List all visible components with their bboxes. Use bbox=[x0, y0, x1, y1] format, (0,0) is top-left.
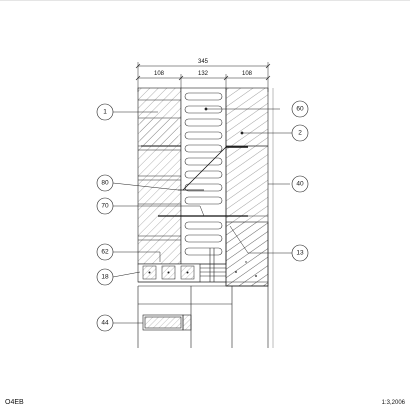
svg-text:80: 80 bbox=[101, 180, 109, 187]
svg-text:13: 13 bbox=[296, 250, 304, 257]
callout-2: 2 bbox=[291, 124, 309, 142]
cavity-tray bbox=[141, 145, 248, 217]
dimension-middle: 132 bbox=[198, 71, 209, 77]
svg-text:44: 44 bbox=[101, 320, 109, 327]
svg-text:1: 1 bbox=[103, 109, 107, 116]
callout-1: 1 bbox=[96, 103, 114, 121]
base-course-blocks bbox=[137, 263, 268, 287]
svg-text:18: 18 bbox=[101, 274, 109, 281]
dimension-left: 108 bbox=[154, 71, 165, 77]
inner-concrete-leaf bbox=[225, 87, 269, 287]
outer-masonry-leaf bbox=[137, 87, 182, 265]
dimension-right: 108 bbox=[242, 71, 253, 77]
svg-text:62: 62 bbox=[101, 249, 109, 256]
callout-80: 80 bbox=[96, 174, 114, 192]
dimension-chain: 345 108 132 108 bbox=[135, 59, 271, 92]
svg-text:2: 2 bbox=[298, 130, 302, 137]
lower-wall bbox=[137, 286, 269, 348]
scale-date: 1:3,2006 bbox=[382, 400, 406, 406]
callout-62: 62 bbox=[96, 243, 114, 261]
drawing-code: O4EB bbox=[5, 399, 24, 406]
dimension-total: 345 bbox=[198, 59, 209, 65]
callout-13: 13 bbox=[291, 244, 309, 262]
svg-text:70: 70 bbox=[101, 203, 109, 210]
callout-60: 60 bbox=[291, 100, 309, 118]
insulation-layer bbox=[180, 87, 227, 265]
lintel-detail bbox=[200, 248, 226, 283]
callout-70: 70 bbox=[96, 197, 114, 215]
callout-18: 18 bbox=[96, 268, 114, 286]
svg-text:40: 40 bbox=[296, 181, 304, 188]
leader-lines bbox=[112, 107, 292, 324]
callout-40: 40 bbox=[291, 175, 309, 193]
svg-text:60: 60 bbox=[296, 106, 304, 113]
callout-44: 44 bbox=[96, 314, 114, 332]
